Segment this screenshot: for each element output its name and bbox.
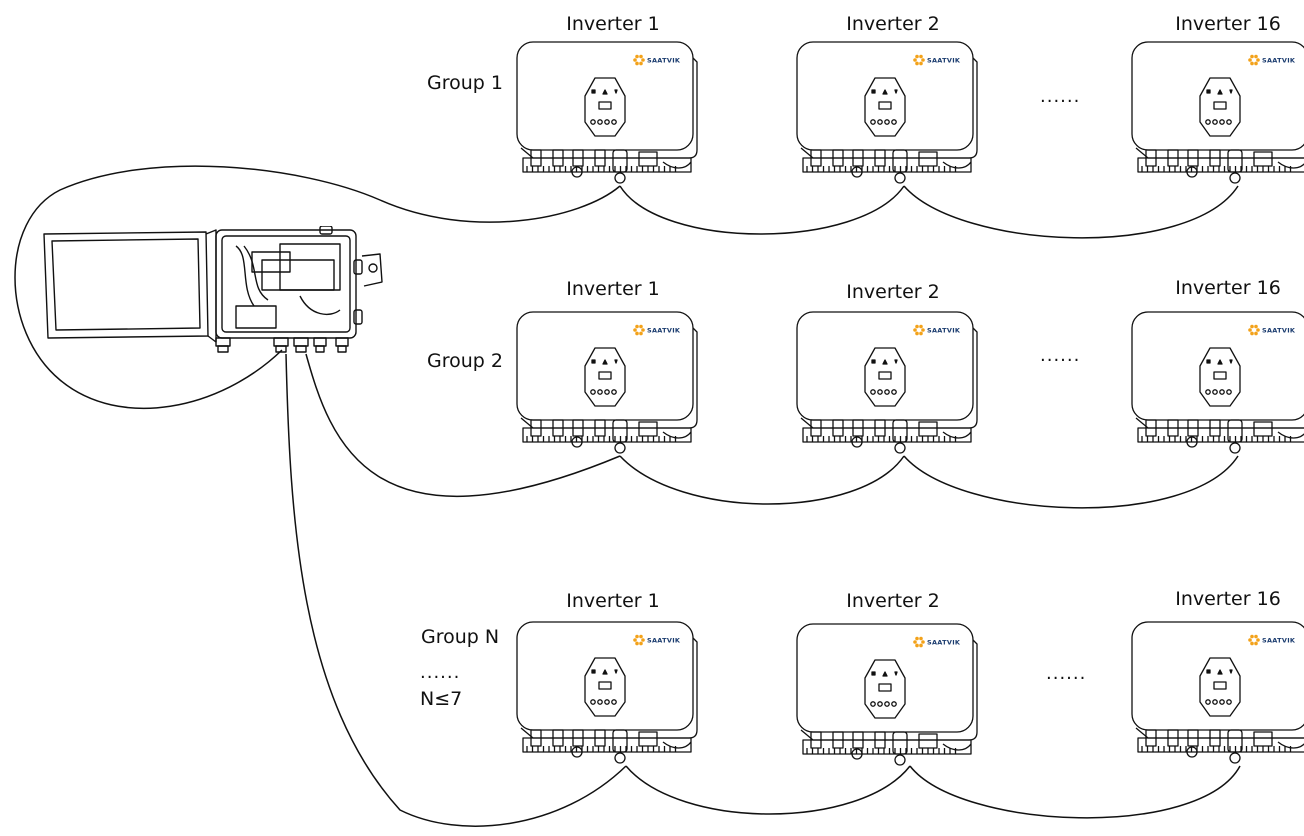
saatvik-logo-icon	[913, 54, 925, 66]
inverter-title: Inverter 2	[846, 281, 940, 303]
inverter-icon: SAATVIK	[516, 41, 698, 184]
saatvik-logo-icon	[913, 636, 925, 648]
inverter-brand-label: SAATVIK	[1262, 637, 1296, 645]
group-label: Group 2	[427, 350, 503, 372]
inverter-brand-label: SAATVIK	[647, 57, 681, 65]
cable-loop-group-1	[14, 165, 621, 410]
saatvik-logo-icon	[633, 324, 645, 336]
inverter-brand-label: SAATVIK	[927, 57, 961, 65]
inverter-icon: SAATVIK	[796, 311, 978, 454]
inverter-icon: SAATVIK	[1131, 311, 1304, 454]
inverter-icon: SAATVIK	[516, 621, 698, 764]
inverter-brand-label: SAATVIK	[927, 327, 961, 335]
saatvik-logo-icon	[913, 324, 925, 336]
ellipsis-between-inverters: ......	[1040, 86, 1081, 107]
cable-g2-2-16	[903, 455, 1239, 509]
inverter-title: Inverter 1	[566, 590, 660, 612]
datalogger-box-icon	[43, 226, 383, 353]
saatvik-logo-icon	[633, 54, 645, 66]
cable-to-group-n	[285, 353, 627, 827]
inverter-brand-label: SAATVIK	[647, 327, 681, 335]
inverter-title: Inverter 1	[566, 278, 660, 300]
inverter-title: Inverter 16	[1175, 588, 1281, 610]
cable-g1-1-2	[619, 185, 905, 235]
saatvik-logo-icon	[1248, 634, 1260, 646]
group-n-limit-note: N≤7	[420, 688, 463, 710]
group-n-ellipsis: ......	[420, 662, 461, 683]
inverter-brand-label: SAATVIK	[1262, 57, 1296, 65]
inverter-brand-label: SAATVIK	[1262, 327, 1296, 335]
inverter-icon: SAATVIK	[796, 41, 978, 184]
cable-gN-2-16	[909, 765, 1241, 819]
cable-g2-1-2	[619, 455, 905, 505]
saatvik-logo-icon	[1248, 324, 1260, 336]
inverter-icon: SAATVIK	[796, 623, 978, 766]
inverter-title: Inverter 1	[566, 13, 660, 35]
inverter-icon: SAATVIK	[1131, 621, 1304, 764]
group-label: Group 1	[427, 72, 503, 94]
inverter-icon: SAATVIK	[516, 311, 698, 454]
inverter-title: Inverter 2	[846, 13, 940, 35]
saatvik-logo-icon	[633, 634, 645, 646]
ellipsis-between-inverters: ......	[1040, 345, 1081, 366]
inverter-title: Inverter 16	[1175, 13, 1281, 35]
inverter-brand-label: SAATVIK	[647, 637, 681, 645]
cable-gN-1-2	[625, 765, 911, 815]
saatvik-logo-icon	[1248, 54, 1260, 66]
cable-to-group-2	[305, 353, 621, 497]
group-label: Group N	[421, 626, 500, 648]
inverter-icon: SAATVIK	[1131, 41, 1304, 184]
inverter-title: Inverter 2	[846, 590, 940, 612]
inverter-brand-label: SAATVIK	[927, 639, 961, 647]
cable-g1-2-16	[903, 185, 1239, 239]
inverter-title: Inverter 16	[1175, 277, 1281, 299]
ellipsis-between-inverters: ......	[1046, 663, 1087, 684]
